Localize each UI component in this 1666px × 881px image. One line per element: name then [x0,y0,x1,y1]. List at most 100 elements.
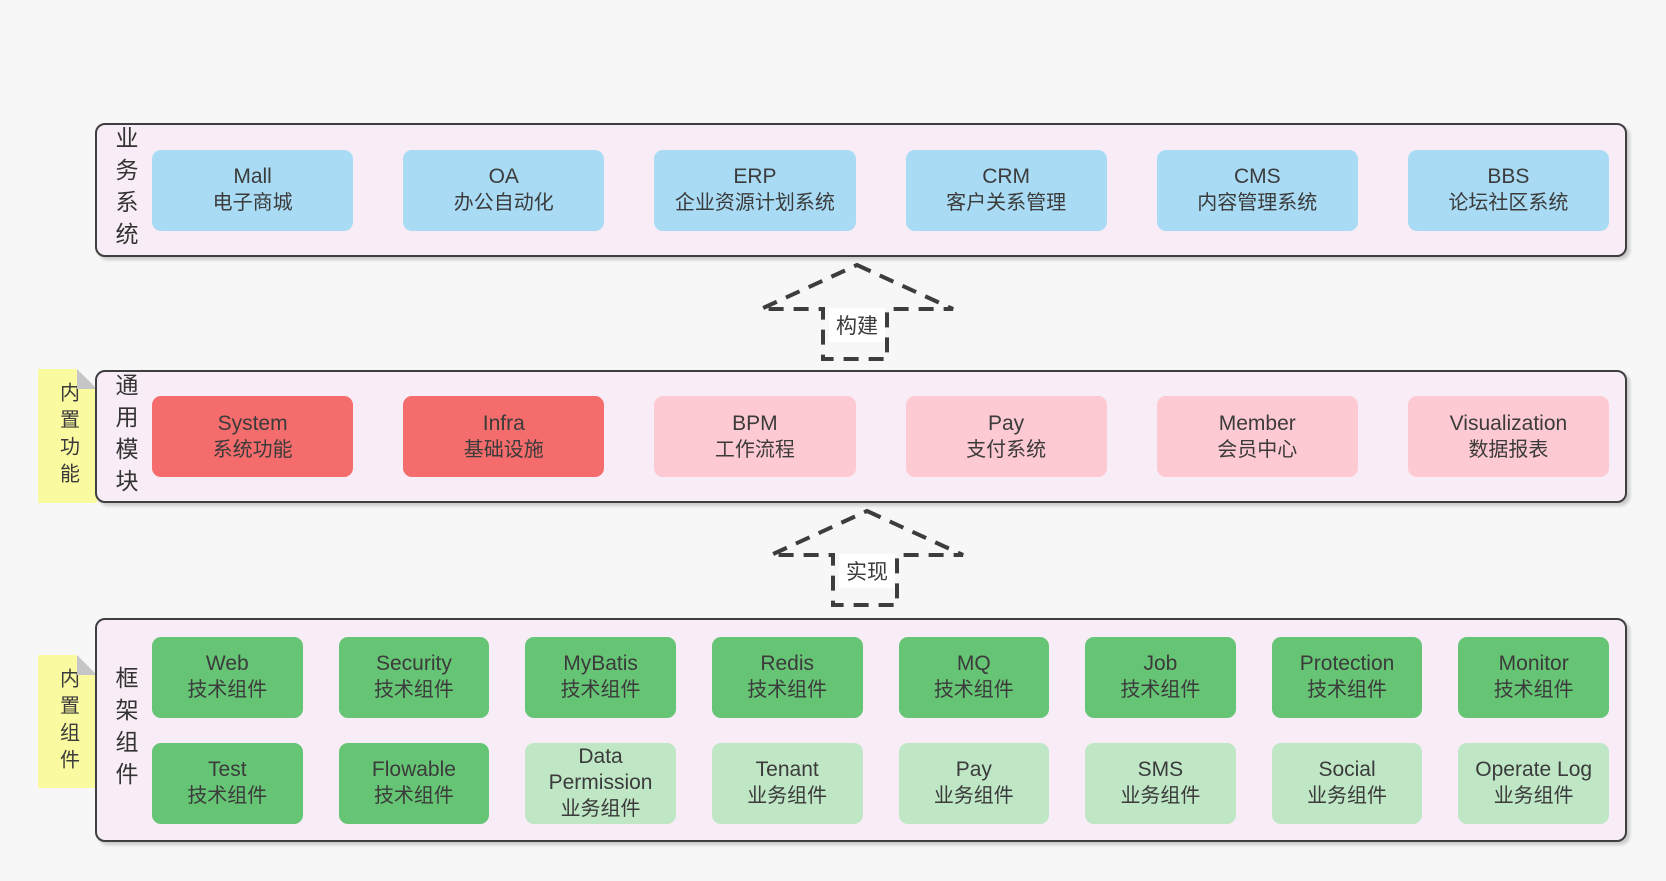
card-title: CMS [1233,165,1281,188]
business-systems-panel: 业务系统 Mall 电子商城 OA 办公自动化 ERP 企业资源计划系统 CRM… [95,123,1627,257]
panel-side-label-text: 通用模块 [112,372,138,501]
card-bbs: BBS 论坛社区系统 [1407,149,1610,231]
sticky-note-builtin-components: 内置组件 [38,655,97,788]
up-arrow-implement: 实现 [767,508,967,608]
card-monitor: Monitor 技术组件 [1458,636,1609,718]
card-subtitle: 业务组件 [560,798,641,820]
card-subtitle: 业务组件 [1307,785,1388,807]
panel-side-label-text: 框架组件 [112,666,138,794]
card-subtitle: 业务组件 [747,785,828,807]
card-title: Pay [988,411,1025,435]
card-oa: OA 办公自动化 [403,149,605,231]
card-title: Job [1143,652,1178,675]
card-subtitle: 技术组件 [373,785,454,807]
card-subtitle: 技术组件 [747,679,828,701]
card-redis: Redis 技术组件 [711,636,863,718]
up-arrow-build: 构建 [757,262,957,362]
card-system: System 系统功能 [152,396,354,477]
card-title: Redis [760,652,815,675]
card-protection: Protection 技术组件 [1271,636,1423,718]
card-erp: ERP 企业资源计划系统 [654,149,856,231]
component-row-2: Test 技术组件 Flowable 技术组件 Data Permission … [152,742,1609,824]
card-subtitle: 业务组件 [1493,785,1574,807]
card-bpm: BPM 工作流程 [654,396,856,477]
card-subtitle: 技术组件 [187,785,268,807]
card-title: Protection [1299,652,1395,675]
folded-corner-icon [77,655,97,675]
card-infra: Infra 基础设施 [403,396,605,477]
business-box-row: Mall 电子商城 OA 办公自动化 ERP 企业资源计划系统 CRM 客户关系… [152,125,1625,255]
card-subtitle: 支付系统 [966,438,1047,461]
card-title: Monitor [1498,652,1569,675]
component-box-rows: Web 技术组件 Security 技术组件 MyBatis 技术组件 Redi… [152,620,1625,840]
card-pay-biz: Pay 业务组件 [898,742,1050,824]
panel-side-label-text: 业务系统 [112,126,138,254]
card-title: Member [1218,411,1296,435]
card-subtitle: 电子商城 [212,192,293,214]
framework-components-panel: 框架组件 Web 技术组件 Security 技术组件 MyBatis 技术组件… [95,618,1627,842]
card-title: Security [376,652,452,675]
card-data-permission: Data Permission 业务组件 [525,742,676,824]
card-mybatis: MyBatis 技术组件 [525,636,676,718]
card-social: Social 业务组件 [1271,742,1423,824]
panel-side-label: 业务系统 [97,125,152,255]
card-title: MQ [956,652,991,675]
card-crm: CRM 客户关系管理 [905,149,1107,231]
arrow-label: 构建 [829,308,885,342]
card-member: Member 会员中心 [1156,396,1358,477]
card-title: BBS [1487,165,1530,188]
module-box-row: System 系统功能 Infra 基础设施 BPM 工作流程 Pay 支付系统… [152,372,1625,501]
card-title: Infra [482,411,525,435]
card-subtitle: 工作流程 [714,438,795,461]
card-pay: Pay 支付系统 [905,396,1107,477]
card-title: Test [208,758,247,781]
sticky-note-builtin-features: 内置功能 [38,369,97,503]
card-subtitle: 内容管理系统 [1197,192,1318,214]
card-subtitle: 技术组件 [187,679,268,701]
card-subtitle: 业务组件 [933,785,1014,807]
card-subtitle: 企业资源计划系统 [674,192,835,214]
card-title: SMS [1137,758,1184,781]
card-title: Social [1318,758,1376,781]
card-web: Web 技术组件 [152,636,303,718]
card-title: Data Permission [548,745,653,794]
card-subtitle: 技术组件 [1120,679,1201,701]
card-operate-log: Operate Log 业务组件 [1458,742,1609,824]
card-title: Pay [955,758,992,781]
card-title: Flowable [371,758,456,781]
card-cms: CMS 内容管理系统 [1156,149,1358,231]
card-title: Mall [233,165,272,188]
card-title: MyBatis [563,652,638,675]
note-label: 内置功能 [56,382,79,490]
card-subtitle: 技术组件 [560,679,641,701]
card-title: System [217,411,288,435]
card-mall: Mall 电子商城 [152,149,354,231]
card-title: Visualization [1449,411,1568,435]
card-subtitle: 会员中心 [1217,438,1298,461]
card-test: Test 技术组件 [152,742,303,824]
dashed-up-arrow-icon [770,508,964,607]
card-sms: SMS 业务组件 [1085,742,1236,824]
card-subtitle: 技术组件 [1307,679,1388,701]
common-modules-panel: 通用模块 System 系统功能 Infra 基础设施 BPM 工作流程 Pay… [95,370,1627,503]
panel-side-label: 框架组件 [97,620,152,840]
component-row-1: Web 技术组件 Security 技术组件 MyBatis 技术组件 Redi… [152,636,1609,718]
card-title: Tenant [755,758,819,781]
arrow-label: 实现 [839,554,895,588]
card-subtitle: 数据报表 [1468,438,1549,461]
card-mq: MQ 技术组件 [898,636,1050,718]
card-job: Job 技术组件 [1085,636,1236,718]
card-tenant: Tenant 业务组件 [711,742,863,824]
card-subtitle: 客户关系管理 [946,192,1067,214]
card-subtitle: 技术组件 [1493,679,1574,701]
note-label: 内置组件 [56,667,79,776]
card-subtitle: 论坛社区系统 [1448,192,1569,214]
card-subtitle: 技术组件 [373,679,454,701]
card-title: Web [205,652,249,675]
card-title: BPM [732,411,778,435]
card-subtitle: 业务组件 [1120,785,1201,807]
card-title: OA [488,165,519,188]
card-subtitle: 技术组件 [933,679,1014,701]
card-title: ERP [733,165,777,188]
card-security: Security 技术组件 [338,636,490,718]
